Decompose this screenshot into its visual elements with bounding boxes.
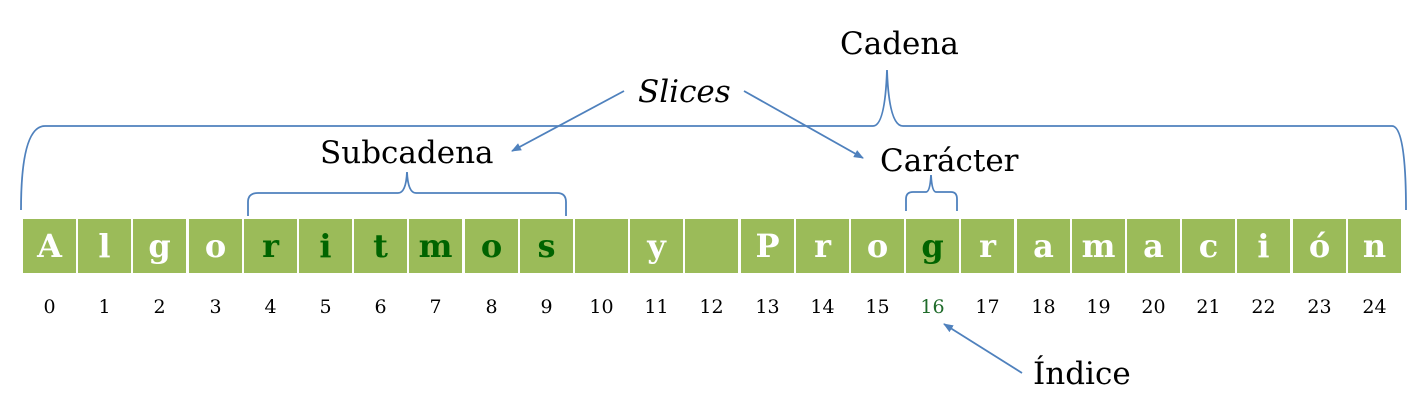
char-value: m bbox=[418, 227, 453, 265]
char-cell: y bbox=[630, 219, 683, 273]
char-value: y bbox=[647, 227, 666, 265]
char-cell: o bbox=[465, 219, 518, 273]
index-label: 19 bbox=[1086, 296, 1111, 318]
char-cell: i bbox=[299, 219, 352, 273]
char-cell: m bbox=[409, 219, 462, 273]
caracter-label: Carácter bbox=[880, 143, 1019, 179]
index-label: 3 bbox=[209, 296, 222, 318]
index-label: 5 bbox=[319, 296, 332, 318]
index-label: 1 bbox=[98, 296, 111, 318]
index-label: 4 bbox=[264, 296, 277, 318]
index-label: 12 bbox=[699, 296, 724, 318]
index-label: 9 bbox=[540, 296, 553, 318]
char-value: t bbox=[373, 227, 388, 265]
char-cell bbox=[575, 219, 628, 273]
char-cell: g bbox=[906, 219, 959, 273]
index-label: 11 bbox=[644, 296, 669, 318]
char-cell: t bbox=[354, 219, 407, 273]
char-value: i bbox=[1257, 227, 1270, 265]
char-value: A bbox=[37, 227, 62, 265]
index-label: 7 bbox=[429, 296, 442, 318]
subcadena-brace bbox=[247, 171, 567, 216]
char-value: o bbox=[480, 227, 503, 265]
index-label: 15 bbox=[865, 296, 890, 318]
char-value: o bbox=[204, 227, 227, 265]
char-cell: r bbox=[796, 219, 849, 273]
char-cell: l bbox=[78, 219, 131, 273]
char-value: a bbox=[1143, 227, 1164, 265]
index-label: 23 bbox=[1307, 296, 1332, 318]
index-label: 13 bbox=[755, 296, 780, 318]
char-value bbox=[685, 219, 738, 273]
char-cell: n bbox=[1348, 219, 1401, 273]
index-label: 17 bbox=[975, 296, 1000, 318]
char-value: g bbox=[148, 227, 171, 265]
char-cell: r bbox=[961, 219, 1014, 273]
char-cell: o bbox=[189, 219, 242, 273]
char-cell: s bbox=[520, 219, 573, 273]
index-label: 22 bbox=[1251, 296, 1276, 318]
index-label: 0 bbox=[43, 296, 56, 318]
slices-to-subcadena-arrow bbox=[511, 90, 625, 152]
index-label: 14 bbox=[810, 296, 835, 318]
index-label: 20 bbox=[1141, 296, 1166, 318]
caracter-brace bbox=[905, 174, 958, 211]
index-label: 8 bbox=[485, 296, 498, 318]
char-cell: g bbox=[133, 219, 186, 273]
index-label: 18 bbox=[1031, 296, 1056, 318]
index-label: 16 bbox=[920, 296, 945, 318]
index-label: 21 bbox=[1196, 296, 1221, 318]
char-cell: a bbox=[1017, 219, 1070, 273]
char-cell: a bbox=[1127, 219, 1180, 273]
char-value: m bbox=[1081, 227, 1116, 265]
index-label: 10 bbox=[589, 296, 614, 318]
char-cell: r bbox=[244, 219, 297, 273]
char-cell: P bbox=[741, 219, 794, 273]
index-label: 24 bbox=[1362, 296, 1387, 318]
slices-to-caracter-arrow bbox=[743, 90, 864, 159]
slices-label: Slices bbox=[638, 74, 731, 110]
char-value: r bbox=[262, 227, 279, 265]
indice-label: Índice bbox=[1033, 356, 1131, 392]
subcadena-label: Subcadena bbox=[320, 135, 494, 171]
cadena-brace bbox=[20, 69, 1407, 211]
char-value: i bbox=[319, 227, 332, 265]
index-label: 2 bbox=[153, 296, 166, 318]
char-cell: c bbox=[1182, 219, 1235, 273]
char-value: o bbox=[866, 227, 889, 265]
char-cell: o bbox=[851, 219, 904, 273]
char-value: n bbox=[1362, 227, 1387, 265]
indice-to-16-arrow bbox=[943, 323, 1023, 374]
char-cell: m bbox=[1072, 219, 1125, 273]
index-label: 6 bbox=[374, 296, 387, 318]
char-cell: i bbox=[1237, 219, 1290, 273]
char-value: c bbox=[1198, 227, 1219, 265]
char-cell: ó bbox=[1293, 219, 1346, 273]
char-value: ó bbox=[1308, 227, 1331, 265]
char-value: s bbox=[537, 227, 556, 265]
char-cell bbox=[685, 219, 738, 273]
char-value: P bbox=[755, 227, 780, 265]
char-cell: A bbox=[23, 219, 76, 273]
char-value: g bbox=[921, 227, 944, 265]
cadena-label: Cadena bbox=[840, 26, 959, 62]
char-value: r bbox=[814, 227, 831, 265]
char-value bbox=[575, 219, 628, 273]
char-value: r bbox=[979, 227, 996, 265]
char-value: a bbox=[1033, 227, 1054, 265]
char-value: l bbox=[98, 227, 111, 265]
